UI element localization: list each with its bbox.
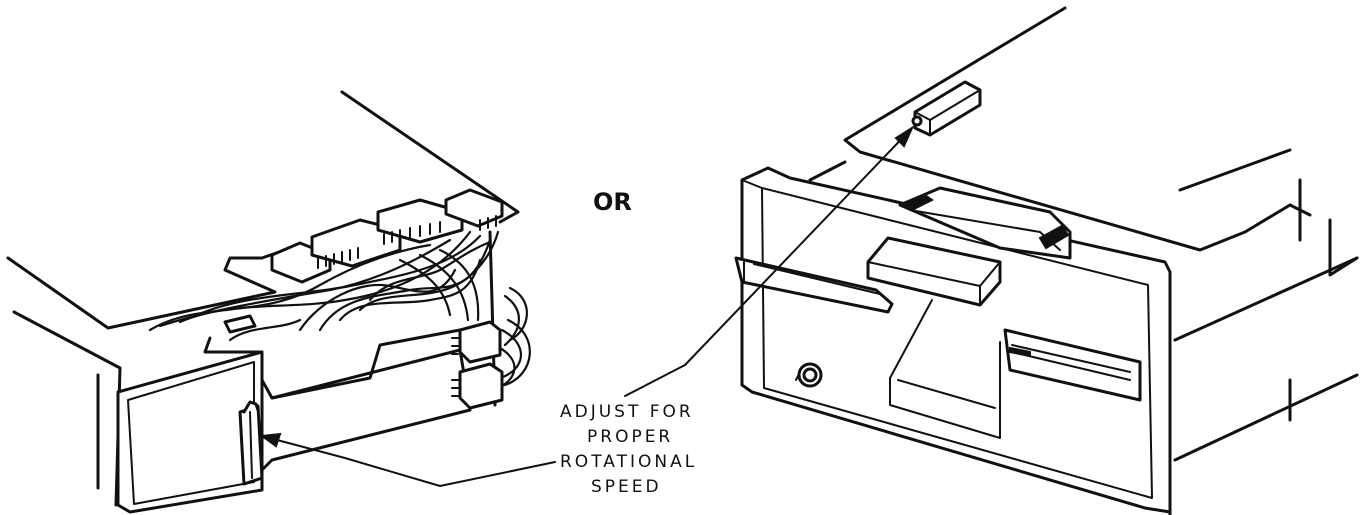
leader-line-left [261, 435, 556, 487]
door-latch-lever [866, 236, 1002, 307]
connector-upper [458, 320, 502, 364]
callout-line-1: ADJUST FOR [560, 402, 694, 422]
connector-lower [458, 362, 504, 410]
circuit-chips [270, 188, 504, 284]
leader-line-right [624, 127, 913, 397]
wire-harness [148, 230, 531, 392]
disk-slot-right [1003, 328, 1142, 402]
callout-line-4: SPEED [591, 477, 662, 497]
callout-line-2: PROPER [587, 427, 673, 447]
adjustment-callout: ADJUST FOR PROPER ROTATIONAL SPEED [259, 125, 915, 497]
led-indicator [795, 362, 823, 388]
callout-line-3: ROTATIONAL [560, 452, 697, 472]
or-separator: OR [593, 188, 632, 216]
speed-adjust-potentiometer-left [238, 400, 264, 486]
left-disk-drive [6, 90, 531, 514]
right-disk-drive [734, 6, 1359, 515]
speed-adjust-potentiometer-right [911, 80, 982, 137]
